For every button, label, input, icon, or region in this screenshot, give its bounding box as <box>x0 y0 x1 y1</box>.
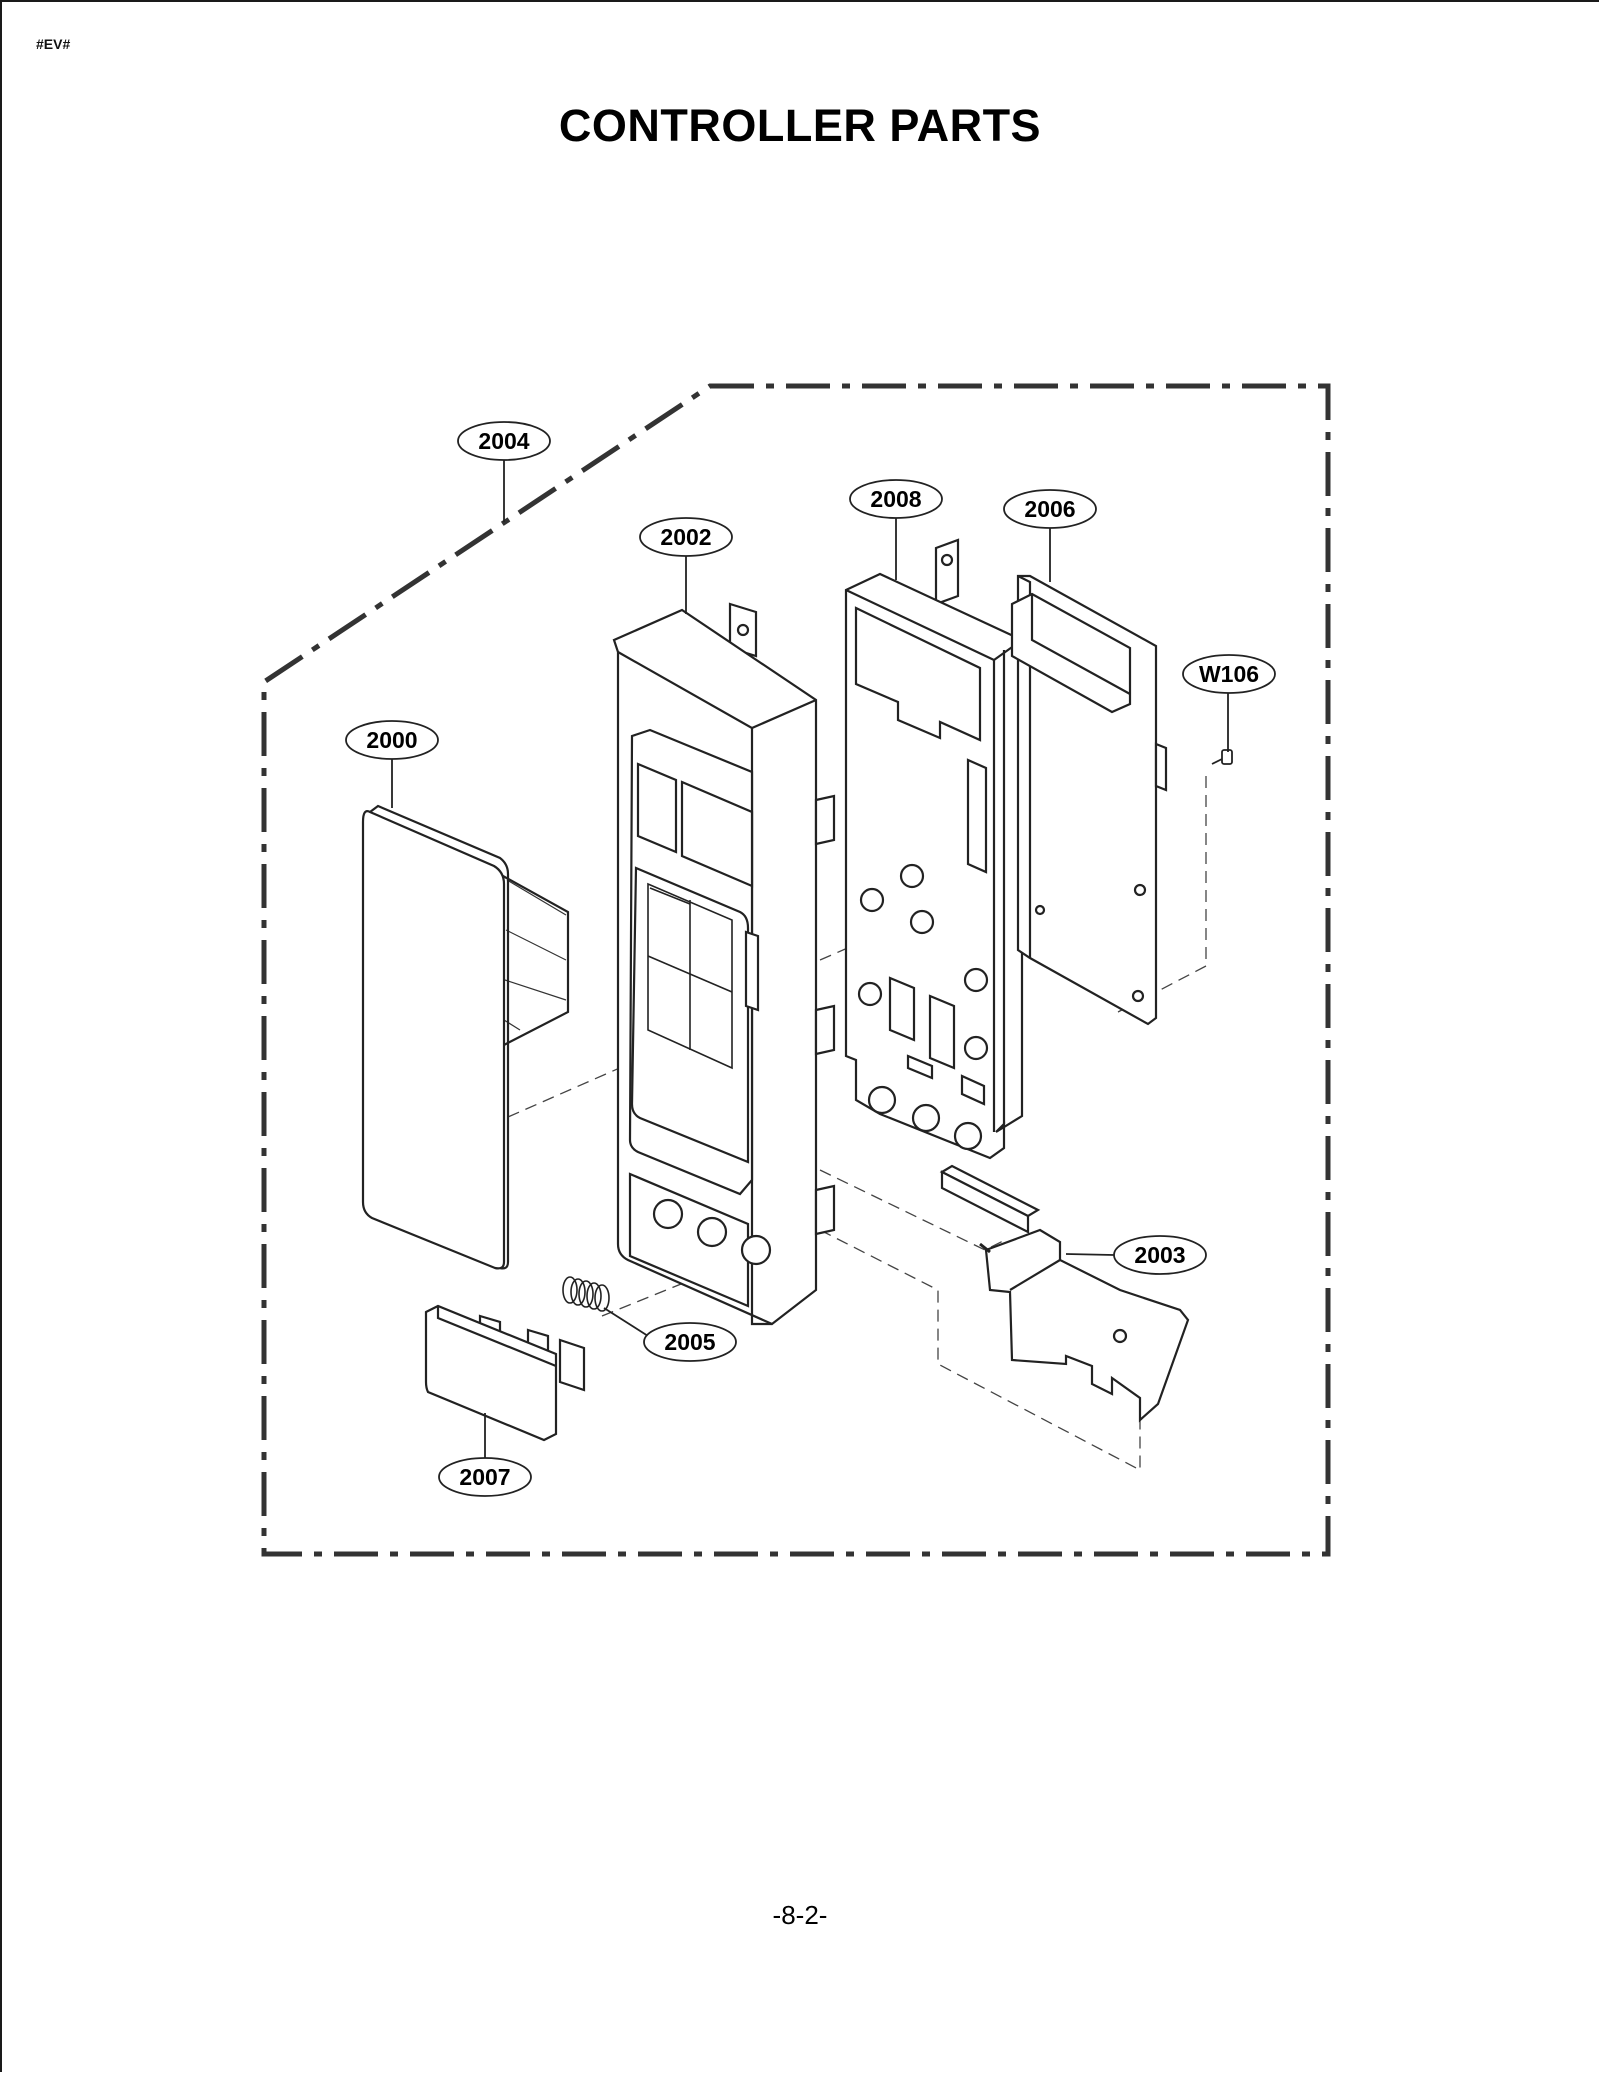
callout-2002-label: 2002 <box>660 524 711 550</box>
part-2007-button <box>424 1304 586 1442</box>
page-number: -8-2- <box>772 1900 828 1930</box>
page-title: CONTROLLER PARTS <box>558 100 1042 151</box>
callout-2000: 2000 <box>345 720 439 808</box>
callouts: 2004 2008 2006 2002 W106 2000 <box>345 421 1276 1497</box>
callout-2002: 2002 <box>639 517 733 614</box>
part-w106-screw <box>1211 749 1233 765</box>
part-2005-spring <box>562 1276 610 1312</box>
callout-2005-label: 2005 <box>664 1329 715 1355</box>
callout-w106: W106 <box>1182 654 1276 752</box>
callout-2005: 2005 <box>603 1307 737 1362</box>
callout-2003: 2003 <box>1065 1235 1207 1275</box>
callout-w106-label: W106 <box>1199 661 1259 687</box>
callout-2006: 2006 <box>1003 489 1097 582</box>
callout-2007: 2007 <box>438 1413 532 1497</box>
callout-2004-label: 2004 <box>478 428 529 454</box>
callout-2007-label: 2007 <box>459 1464 510 1490</box>
part-2000-front-sheet <box>361 804 570 1270</box>
callout-2008-label: 2008 <box>870 486 921 512</box>
assembly-boundary <box>261 383 1331 1557</box>
callout-2003-label: 2003 <box>1134 1242 1185 1268</box>
callout-2004: 2004 <box>457 421 551 522</box>
part-2003-lever <box>939 1164 1190 1423</box>
document-tag: #EV# <box>36 36 71 52</box>
part-2008-pcb-holder <box>844 538 1024 1160</box>
callout-2006-label: 2006 <box>1024 496 1075 522</box>
callout-2000-label: 2000 <box>366 727 417 753</box>
part-2006-pcb <box>1010 574 1168 1026</box>
callout-2008: 2008 <box>849 479 943 580</box>
part-2002-panel-frame <box>612 602 836 1326</box>
